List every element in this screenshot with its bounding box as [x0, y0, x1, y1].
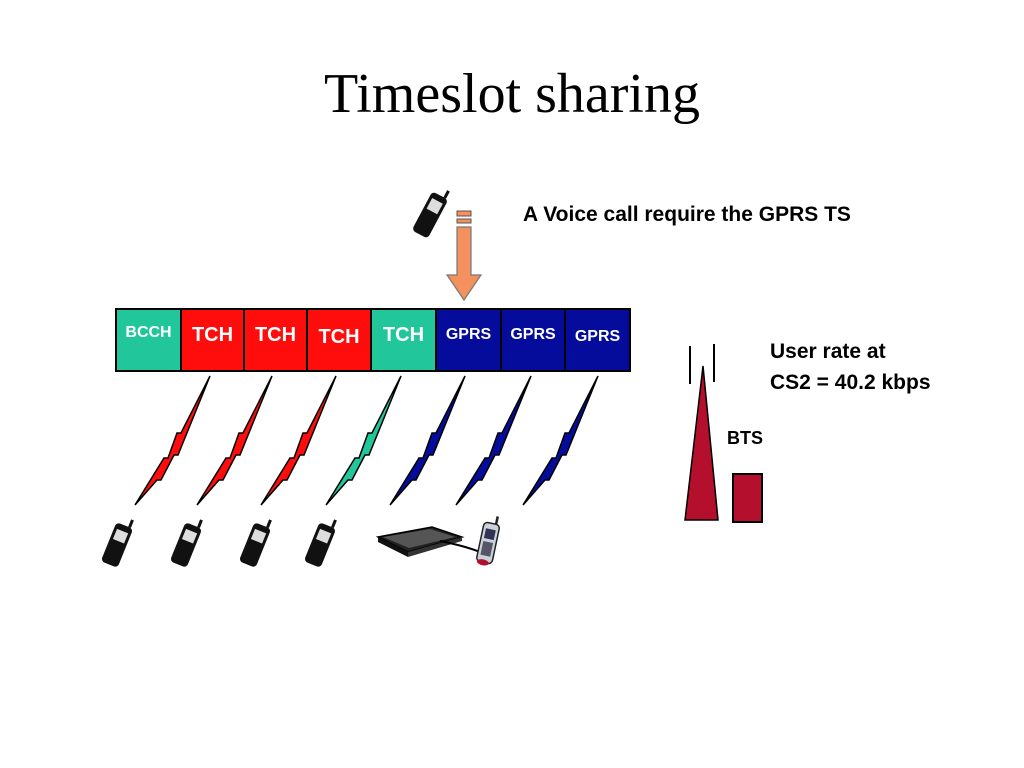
user-rate-note: User rate at CS2 = 40.2 kbps [770, 336, 931, 398]
radio-link-icon [134, 375, 211, 506]
timeslot-6-gprs: GPRS [437, 310, 502, 370]
timeslot-1-bcch: BCCH [117, 310, 182, 370]
radio-link-icon [325, 375, 402, 506]
user-rate-line2: CS2 = 40.2 kbps [770, 371, 931, 394]
timeslot-4-tch: TCH [308, 310, 372, 370]
timeslot-2-tch: TCH [182, 310, 245, 370]
radio-link-icon [455, 375, 532, 506]
radio-link-icon [389, 375, 466, 506]
radio-link-icon [260, 375, 337, 506]
radio-link-icon [522, 375, 599, 506]
mobile-phone-icon [170, 519, 203, 567]
user-rate-line1: User rate at [770, 340, 886, 363]
mobile-phone-icon [476, 516, 500, 566]
mobile-phone-icon [239, 519, 272, 567]
bts-label: BTS [727, 428, 763, 448]
mobile-phone-icon [304, 519, 337, 567]
mobile-phone-icon [101, 519, 134, 567]
laptop-icon [375, 526, 481, 557]
timeslot-5-tch: TCH [372, 310, 437, 370]
mobile-phone-icon [413, 190, 450, 238]
bts-tower-icon [684, 344, 763, 523]
timeslot-8-gprs: GPRS [566, 310, 629, 370]
radio-link-icon [196, 375, 273, 506]
down-arrow-icon [445, 210, 483, 302]
timeslot-3-tch: TCH [245, 310, 308, 370]
voice-call-note: A Voice call require the GPRS TS [523, 203, 851, 226]
page-title: Timeslot sharing [324, 63, 700, 125]
timeslot-7-gprs: GPRS [502, 310, 566, 370]
